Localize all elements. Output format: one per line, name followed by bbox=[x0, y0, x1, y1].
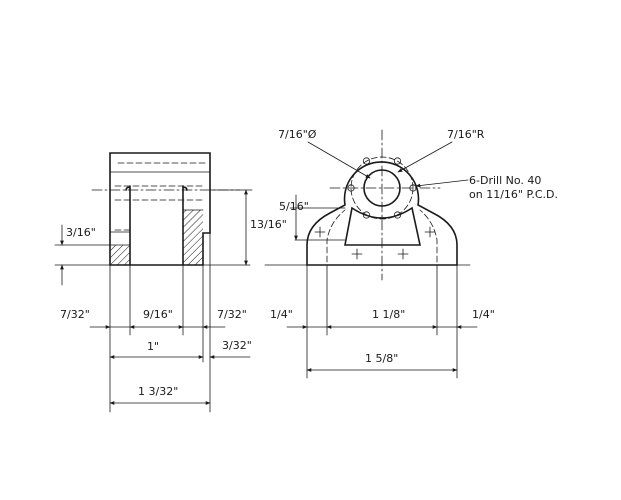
dim-1-1-8-label: 1 1/8" bbox=[372, 308, 405, 321]
side-view: 3/16" 13/16" 7/32" 9/16" 7/32" 1" 3/32" … bbox=[54, 152, 287, 413]
front-view-outline bbox=[306, 161, 458, 266]
dim-quarter-right-label: 1/4" bbox=[472, 308, 495, 321]
side-view-hatch-left bbox=[110, 245, 130, 265]
dim-9-16-label: 9/16" bbox=[143, 308, 173, 321]
drill-hole bbox=[362, 157, 371, 165]
front-view-pocket bbox=[344, 206, 421, 246]
front-view-hidden-line bbox=[326, 209, 346, 263]
drill-hole bbox=[362, 211, 371, 219]
drill-note-line1: 6-Drill No. 40 bbox=[469, 174, 541, 187]
dim-3-16-label: 3/16" bbox=[66, 226, 96, 239]
dim-13-16-label: 13/16" bbox=[250, 218, 287, 231]
side-view-slot bbox=[125, 185, 188, 266]
dim-7-16-r-label: 7/16"R bbox=[447, 128, 485, 141]
dim-1-5-8-label: 1 5/8" bbox=[365, 352, 398, 365]
dim-3-32-label: 3/32" bbox=[222, 339, 252, 352]
dim-5-16-label: 5/16" bbox=[279, 200, 309, 213]
front-view-hidden-line bbox=[419, 209, 438, 263]
dim-7-16-dia-label: 7/16"Ø bbox=[278, 128, 317, 141]
leader-line bbox=[397, 141, 453, 173]
dim-1-3-32-label: 1 3/32" bbox=[138, 385, 178, 398]
dim-1-label: 1" bbox=[147, 340, 159, 353]
dim-7-32-right-label: 7/32" bbox=[217, 308, 247, 321]
dim-quarter-left-label: 1/4" bbox=[270, 308, 293, 321]
leader-line bbox=[415, 179, 469, 188]
drill-hole bbox=[393, 211, 402, 219]
leader-line bbox=[307, 141, 371, 179]
dim-7-32-left-label: 7/32" bbox=[60, 308, 90, 321]
drill-note-line2: on 11/16" P.C.D. bbox=[469, 188, 558, 201]
front-view-cross-marks bbox=[314, 226, 436, 260]
drill-hole bbox=[393, 157, 402, 165]
front-view: 7/16"Ø 7/16"R 6-Drill No. 40 on 11/16" P… bbox=[264, 128, 558, 379]
side-view-hatch-right bbox=[183, 210, 203, 265]
